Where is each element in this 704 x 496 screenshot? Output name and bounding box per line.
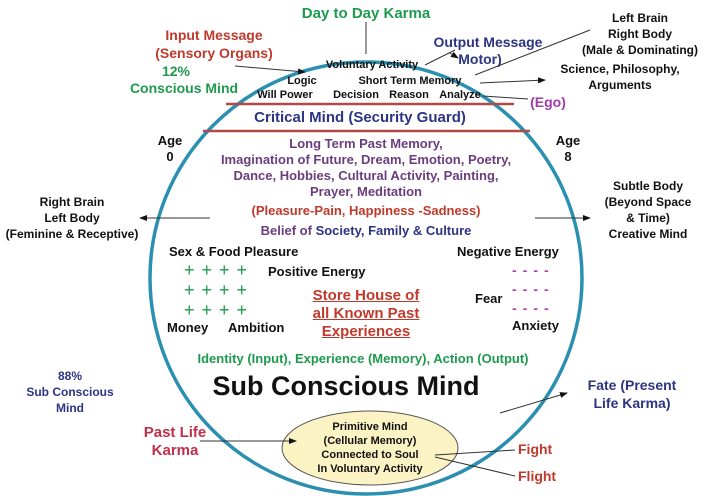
- memory-line-4: Prayer, Meditation: [310, 184, 422, 199]
- primitive-mind-ellipse: [281, 410, 459, 486]
- subtle-3: & Time): [626, 211, 670, 225]
- memory-line-3: Dance, Hobbies, Cultural Activity, Paint…: [233, 168, 499, 183]
- voluntary-activity: Voluntary Activity: [325, 59, 419, 71]
- conscious-mind-label: Conscious Mind: [129, 80, 239, 96]
- short-term-memory: Short Term Memory: [358, 75, 462, 87]
- sub-conscious-title: Sub Conscious Mind: [212, 371, 480, 401]
- primitive-1: Primitive Mind: [332, 421, 408, 433]
- plus-row-1: ++++: [184, 260, 255, 280]
- mind-circle: [148, 60, 584, 496]
- will-power: Will Power: [257, 89, 313, 101]
- decision: Decision: [333, 89, 379, 101]
- critical-mind: Critical Mind (Security Guard): [254, 109, 466, 126]
- dash-row-3: ----: [512, 300, 555, 316]
- ego-label: (Ego): [530, 94, 566, 110]
- age-right-value: 8: [564, 149, 572, 164]
- belief-society: Society, Family & Culture: [315, 223, 472, 238]
- subtle-2: (Beyond Space: [604, 195, 692, 209]
- conscious-percent: 12%: [161, 63, 191, 79]
- left-brain-2: Right Body: [608, 27, 672, 41]
- money: Money: [167, 320, 209, 335]
- right-brain-2: Left Body: [44, 211, 100, 225]
- analyze: Analyze: [439, 89, 481, 101]
- age-right-label: Age: [555, 133, 581, 148]
- positive-energy: Positive Energy: [268, 264, 366, 279]
- fear: Fear: [475, 291, 503, 306]
- fight: Fight: [518, 441, 553, 457]
- age-left-value: 0: [166, 149, 174, 164]
- pleasure-pain: (Pleasure-Pain, Happiness -Sadness): [251, 203, 481, 218]
- negative-energy: Negative Energy: [457, 244, 559, 259]
- input-message: Input Message: [165, 27, 263, 43]
- sub-conscious-label: Sub Conscious: [26, 385, 114, 399]
- left-brain-1: Left Brain: [611, 11, 669, 25]
- science-2: Arguments: [588, 78, 652, 92]
- output-motor: Motor): [458, 51, 502, 67]
- sub-mind-label: Mind: [56, 401, 84, 415]
- past-life-1: Past Life: [143, 424, 207, 441]
- ambition: Ambition: [228, 320, 285, 335]
- output-message: Output Message: [433, 34, 543, 50]
- sex-food-pleasure: Sex & Food Pleasure: [169, 244, 299, 259]
- subtle-1: Subtle Body: [612, 179, 684, 193]
- reason: Reason: [389, 89, 429, 101]
- plus-row-3: ++++: [184, 300, 255, 320]
- primitive-2: (Cellular Memory): [323, 435, 417, 447]
- past-life-2: Karma: [151, 442, 199, 459]
- right-brain-3: (Feminine & Receptive): [5, 227, 139, 241]
- day-to-day-karma: Day to Day Karma: [301, 5, 431, 22]
- logic: Logic: [287, 75, 317, 87]
- anxiety: Anxiety: [512, 318, 559, 333]
- store-house-3: Experiences: [321, 323, 411, 340]
- subtle-4: Creative Mind: [608, 227, 688, 241]
- dash-row-2: ----: [512, 281, 555, 297]
- primitive-3: Connected to Soul: [321, 449, 419, 461]
- belief: Belief of Society, Family & Culture: [261, 224, 472, 237]
- sensory-organs: (Sensory Organs): [155, 45, 273, 61]
- primitive-4: In Voluntary Activity: [317, 463, 423, 475]
- memory-line-1: Long Term Past Memory,: [289, 136, 443, 151]
- arrows: [139, 22, 591, 477]
- science-1: Science, Philosophy,: [560, 62, 680, 76]
- fate-1: Fate (Present: [587, 377, 677, 393]
- memory-line-2: Imagination of Future, Dream, Emotion, P…: [220, 152, 512, 167]
- sub-percent: 88%: [57, 369, 83, 383]
- left-brain-3: (Male & Dominating): [582, 43, 698, 57]
- identity-line: Identity (Input), Experience (Memory), A…: [197, 351, 529, 366]
- flight: Flight: [518, 468, 557, 484]
- store-house-1: Store House of: [312, 287, 420, 304]
- dash-row-1: ----: [512, 262, 555, 278]
- plus-row-2: ++++: [184, 280, 255, 300]
- store-house-2: all Known Past: [312, 305, 420, 322]
- belief-prefix: Belief of: [260, 223, 312, 238]
- age-left-label: Age: [157, 133, 183, 148]
- fate-2: Life Karma): [593, 395, 671, 411]
- right-brain-1: Right Brain: [39, 195, 105, 209]
